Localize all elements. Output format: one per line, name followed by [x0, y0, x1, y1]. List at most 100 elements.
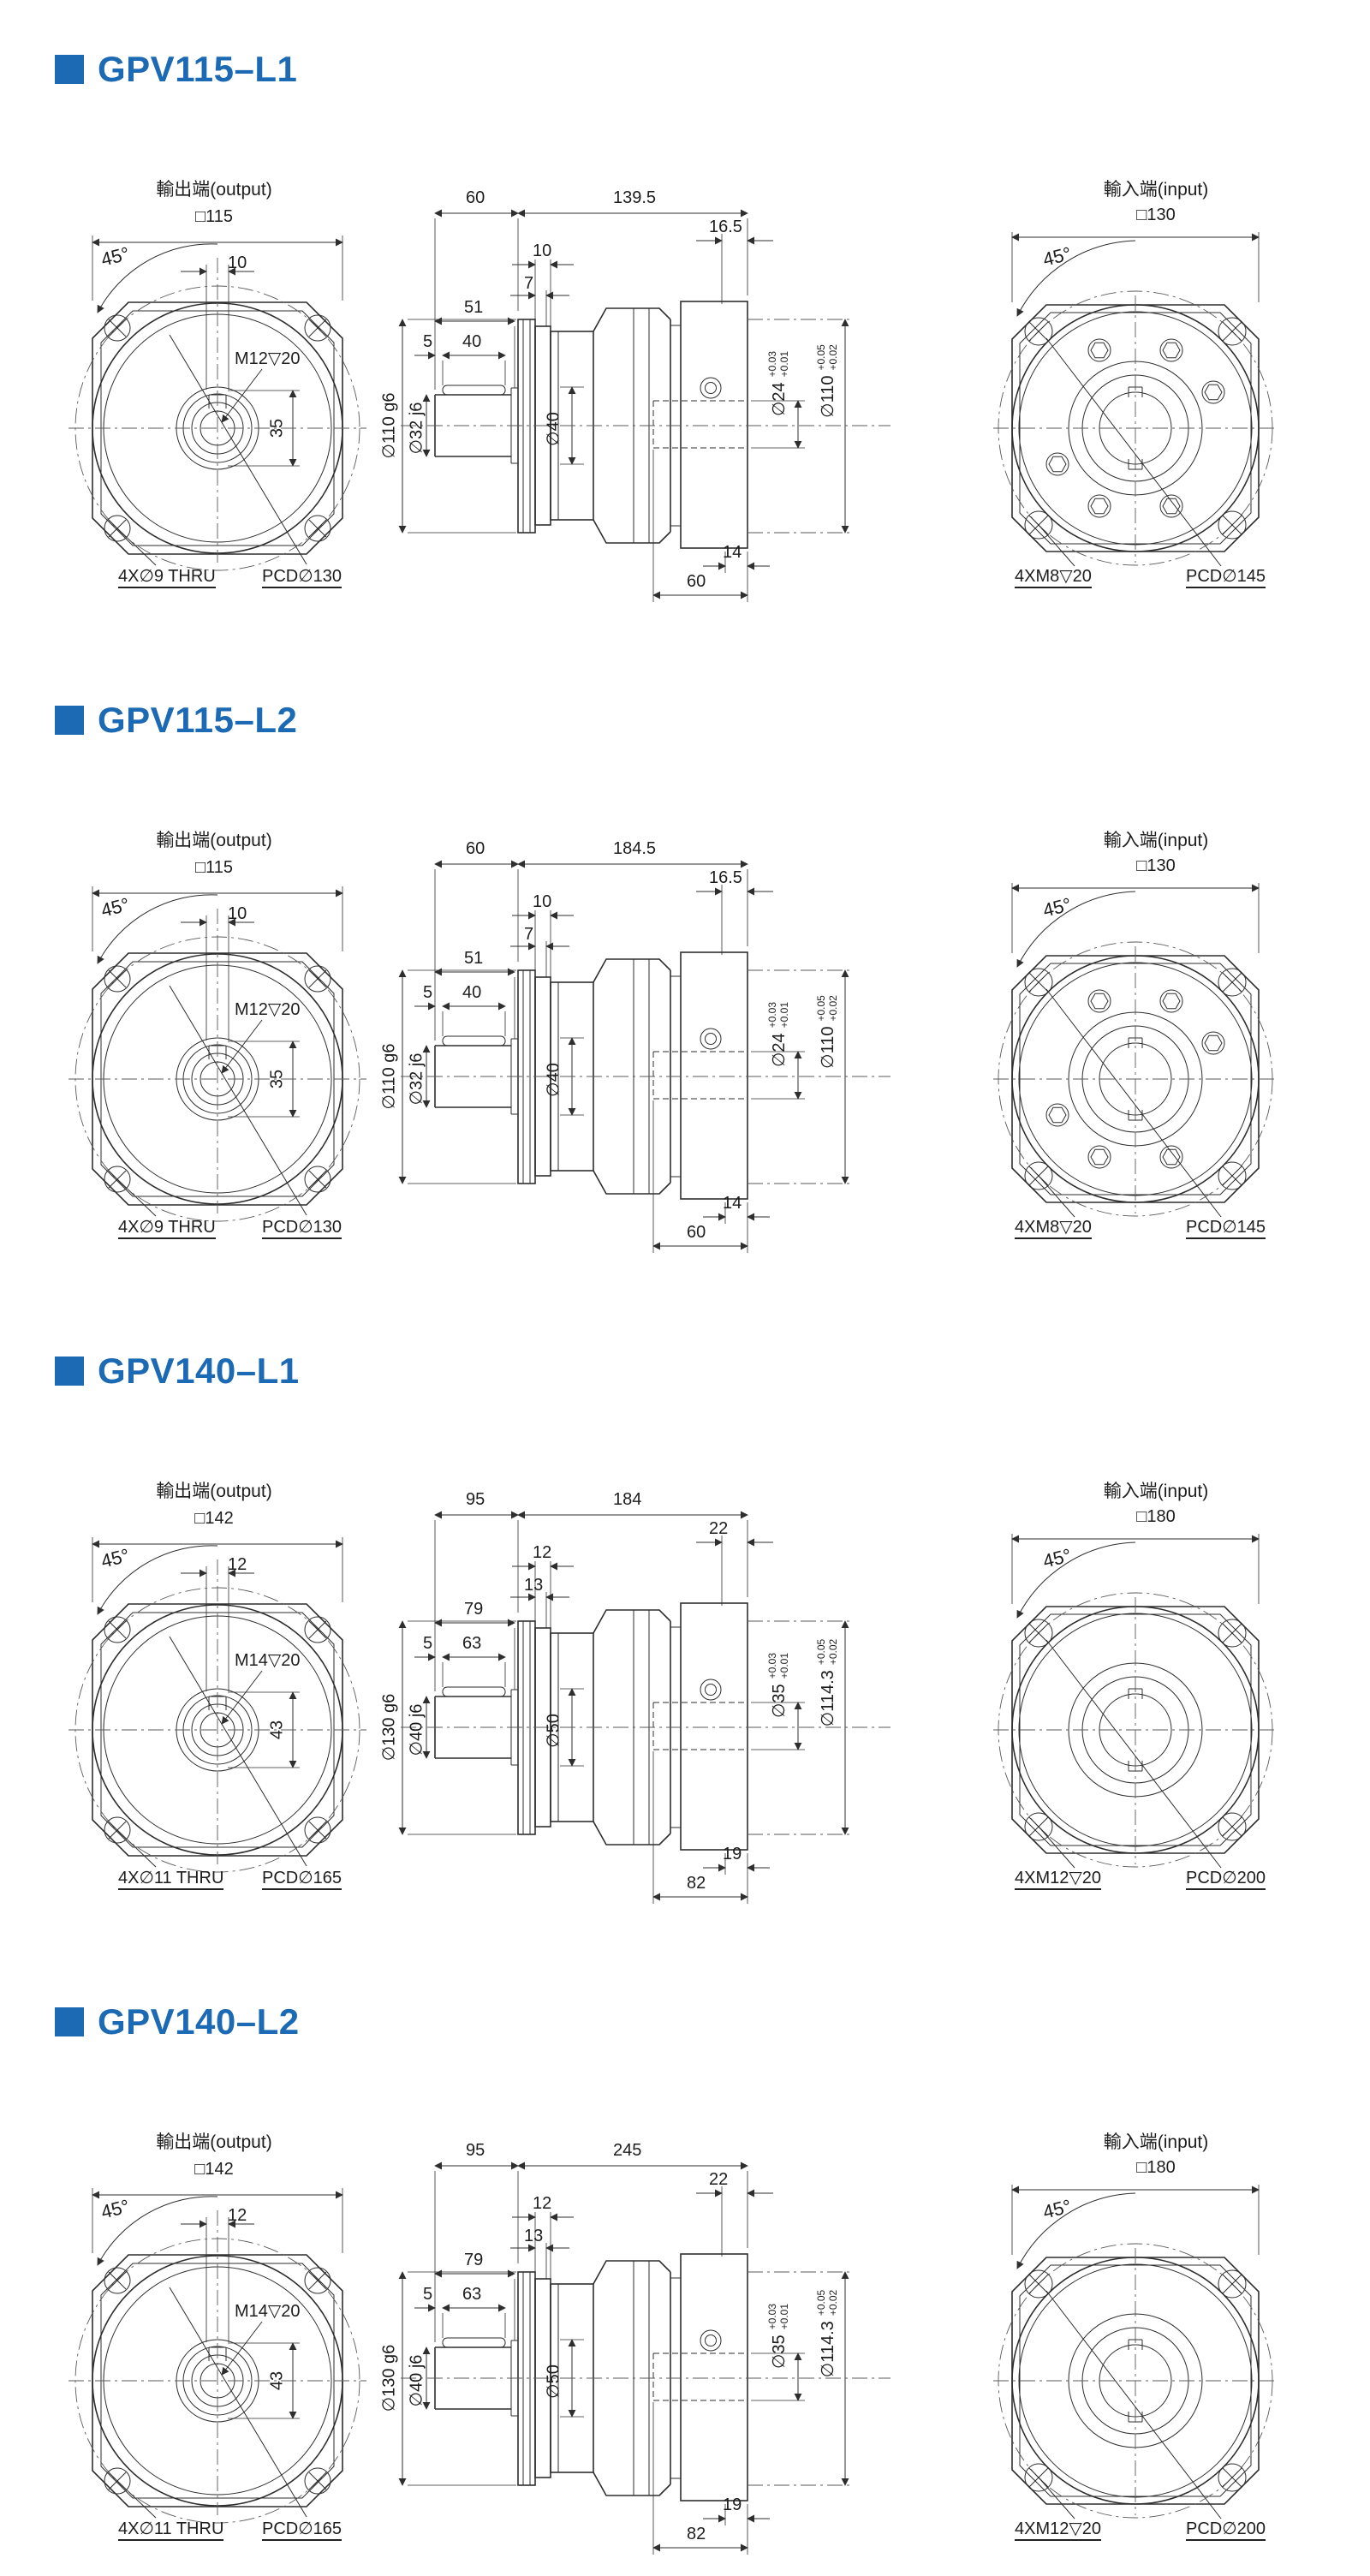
step-width-dim: 13 [524, 2227, 544, 2245]
dimension-lines [1011, 883, 1260, 1218]
gearbox-body-outline [434, 951, 748, 1200]
centerlines [68, 1559, 366, 1864]
shoulder-length-dim: 79 [464, 1600, 484, 1619]
recess-depth-dim: 60 [687, 572, 706, 591]
hidden-pilot-bore [652, 1620, 853, 1835]
recess-depth-dim: 82 [687, 2525, 706, 2543]
side-section-view: 95 184 12 13 79 5 63 ∅130 g6 ∅40 j6 ∅50 … [377, 1477, 976, 1910]
hub-diameter-dim: ∅50 [544, 1714, 563, 1748]
thru-holes-label: 4X∅9 THRU [118, 568, 216, 588]
output-view-heading: 輸出端(output) [156, 2132, 272, 2152]
hidden-pilot-bore [652, 319, 853, 534]
input-view-heading: 輸入端(input) [1103, 2132, 1209, 2152]
spigot-tolerance: +0.05+0.02 [815, 344, 839, 371]
dimension-lines [398, 1511, 849, 1904]
step-width-dim: 13 [524, 1576, 544, 1595]
square-size-dim: □180 [1136, 1507, 1176, 1526]
square-size-dim: □180 [1136, 2158, 1176, 2177]
recess-depth-dim: 82 [687, 1874, 706, 1893]
bore-height-dim: 35 [267, 418, 287, 438]
pcd-label: PCD∅145 [1186, 1219, 1266, 1239]
square-size-dim: □115 [195, 207, 233, 226]
input-end-view: 輸入端(input) □130 45° 4XM8▽20 PCD∅145 [968, 176, 1344, 608]
centerlines [68, 909, 366, 1213]
pilot-bore-tolerance: +0.03+0.01 [766, 1652, 790, 1679]
shaft-diameter-dim: ∅32 j6 [407, 402, 426, 455]
key-length-dim: 63 [462, 1634, 482, 1653]
shoulder-length-dim: 51 [464, 949, 484, 968]
drawing-views-row: 輸出端(output) □115 45° 10 M12▽20 35 4X∅9 T… [0, 176, 1370, 655]
thru-holes-label: 4X∅11 THRU [118, 1869, 224, 1890]
key-width-dim: 12 [228, 2206, 247, 2225]
title-square-bullet-icon [55, 2007, 84, 2036]
front-length-dim: 95 [466, 2141, 485, 2160]
key-width-dim: 12 [228, 1555, 247, 1574]
square-size-dim: □130 [1136, 206, 1176, 224]
pcd-label: PCD∅200 [1186, 1869, 1266, 1890]
tapped-holes-label: 4XM8▽20 [1015, 1219, 1092, 1239]
key-width-dim: 10 [228, 253, 247, 272]
centerlines [993, 2248, 1278, 2515]
total-length-dim: 139.5 [613, 188, 657, 207]
pcd-label: PCD∅165 [262, 1869, 342, 1890]
dimension-lines [1011, 2185, 1260, 2519]
step-width-dim: 7 [524, 925, 534, 944]
output-end-drawing [68, 886, 366, 1222]
shoulder-length-dim: 79 [464, 2251, 484, 2269]
thru-holes-label: 4X∅9 THRU [118, 1219, 216, 1239]
key-offset-dim: 5 [423, 2285, 433, 2304]
output-view-heading: 輸出端(output) [156, 831, 272, 850]
pilot-bore-tolerance: +0.03+0.01 [766, 2303, 790, 2330]
bolt-ring [1045, 338, 1225, 518]
pilot-bore-dim: ∅35 +0.03+0.01 [766, 2303, 790, 2370]
total-length-dim: 184 [613, 1490, 642, 1509]
shaft-diameter-dim: ∅40 j6 [407, 2354, 426, 2407]
hub-diameter-dim: ∅40 [544, 412, 563, 446]
centerlines [68, 258, 366, 563]
dimension-lines [92, 1537, 343, 1868]
thread-depth-dim: M12▽20 [235, 349, 301, 368]
output-view-heading: 輸出端(output) [156, 180, 272, 200]
tapped-holes-label: 4XM12▽20 [1015, 2520, 1101, 2541]
output-end-drawing [68, 1537, 366, 1873]
output-end-view: 輸出端(output) □142 45° 12 M14▽20 43 4X∅11 … [51, 1477, 377, 1910]
input-view-heading: 輸入端(input) [1103, 1482, 1209, 1501]
key-length-dim: 40 [462, 332, 482, 351]
output-end-view: 輸出端(output) □142 45° 12 M14▽20 43 4X∅11 … [51, 2128, 377, 2561]
input-end-view: 輸入端(input) □180 45° 4XM12▽20 PCD∅200 [968, 1477, 1344, 1910]
corner-mounting-holes [104, 1616, 331, 1844]
shoulder-length-dim: 51 [464, 298, 484, 317]
pilot-bore-dim: ∅24 +0.03+0.01 [766, 350, 790, 417]
step-width-dim: 7 [524, 274, 534, 293]
front-length-dim: 60 [466, 839, 485, 858]
flange-lip-dim: 14 [723, 543, 742, 562]
output-end-drawing [68, 236, 366, 571]
pilot-bore-tolerance: +0.03+0.01 [766, 1001, 790, 1029]
model-title: GPV140–L1 [98, 1351, 300, 1391]
output-end-drawing [68, 2188, 366, 2524]
thread-depth-dim: M12▽20 [235, 1000, 301, 1019]
corner-mounting-holes [104, 2267, 331, 2495]
total-length-dim: 184.5 [613, 839, 657, 858]
input-end-view: 輸入端(input) □180 45° 4XM12▽20 PCD∅200 [968, 2128, 1344, 2561]
corner-mounting-holes [1024, 2269, 1247, 2492]
hub-diameter-dim: ∅40 [544, 1063, 563, 1097]
input-end-view: 輸入端(input) □130 45° 4XM8▽20 PCD∅145 [968, 826, 1344, 1259]
model-title: GPV115–L1 [98, 49, 298, 89]
flange-depth-dim: 22 [709, 1519, 729, 1538]
corner-mounting-holes [104, 314, 331, 542]
side-section-view: 95 245 12 13 79 5 63 ∅130 g6 ∅40 j6 ∅50 … [377, 2128, 976, 2561]
hub-diameter-dim: ∅50 [544, 2364, 563, 2399]
centerlines [993, 295, 1278, 563]
key-length-dim: 63 [462, 2285, 482, 2304]
flange-diameter-dim: ∅110 g6 [379, 1043, 399, 1110]
model-title-row: GPV115–L1 [55, 47, 1370, 92]
model-title: GPV140–L2 [98, 2001, 300, 2042]
input-end-drawing [993, 1534, 1278, 1869]
hidden-pilot-bore [652, 2271, 853, 2486]
square-size-dim: □130 [1136, 856, 1176, 875]
plate-width-dim: 12 [533, 2194, 552, 2213]
thru-holes-label: 4X∅11 THRU [118, 2520, 224, 2541]
plate-width-dim: 12 [533, 1543, 552, 1562]
pilot-bore-dim: ∅35 +0.03+0.01 [766, 1652, 790, 1719]
